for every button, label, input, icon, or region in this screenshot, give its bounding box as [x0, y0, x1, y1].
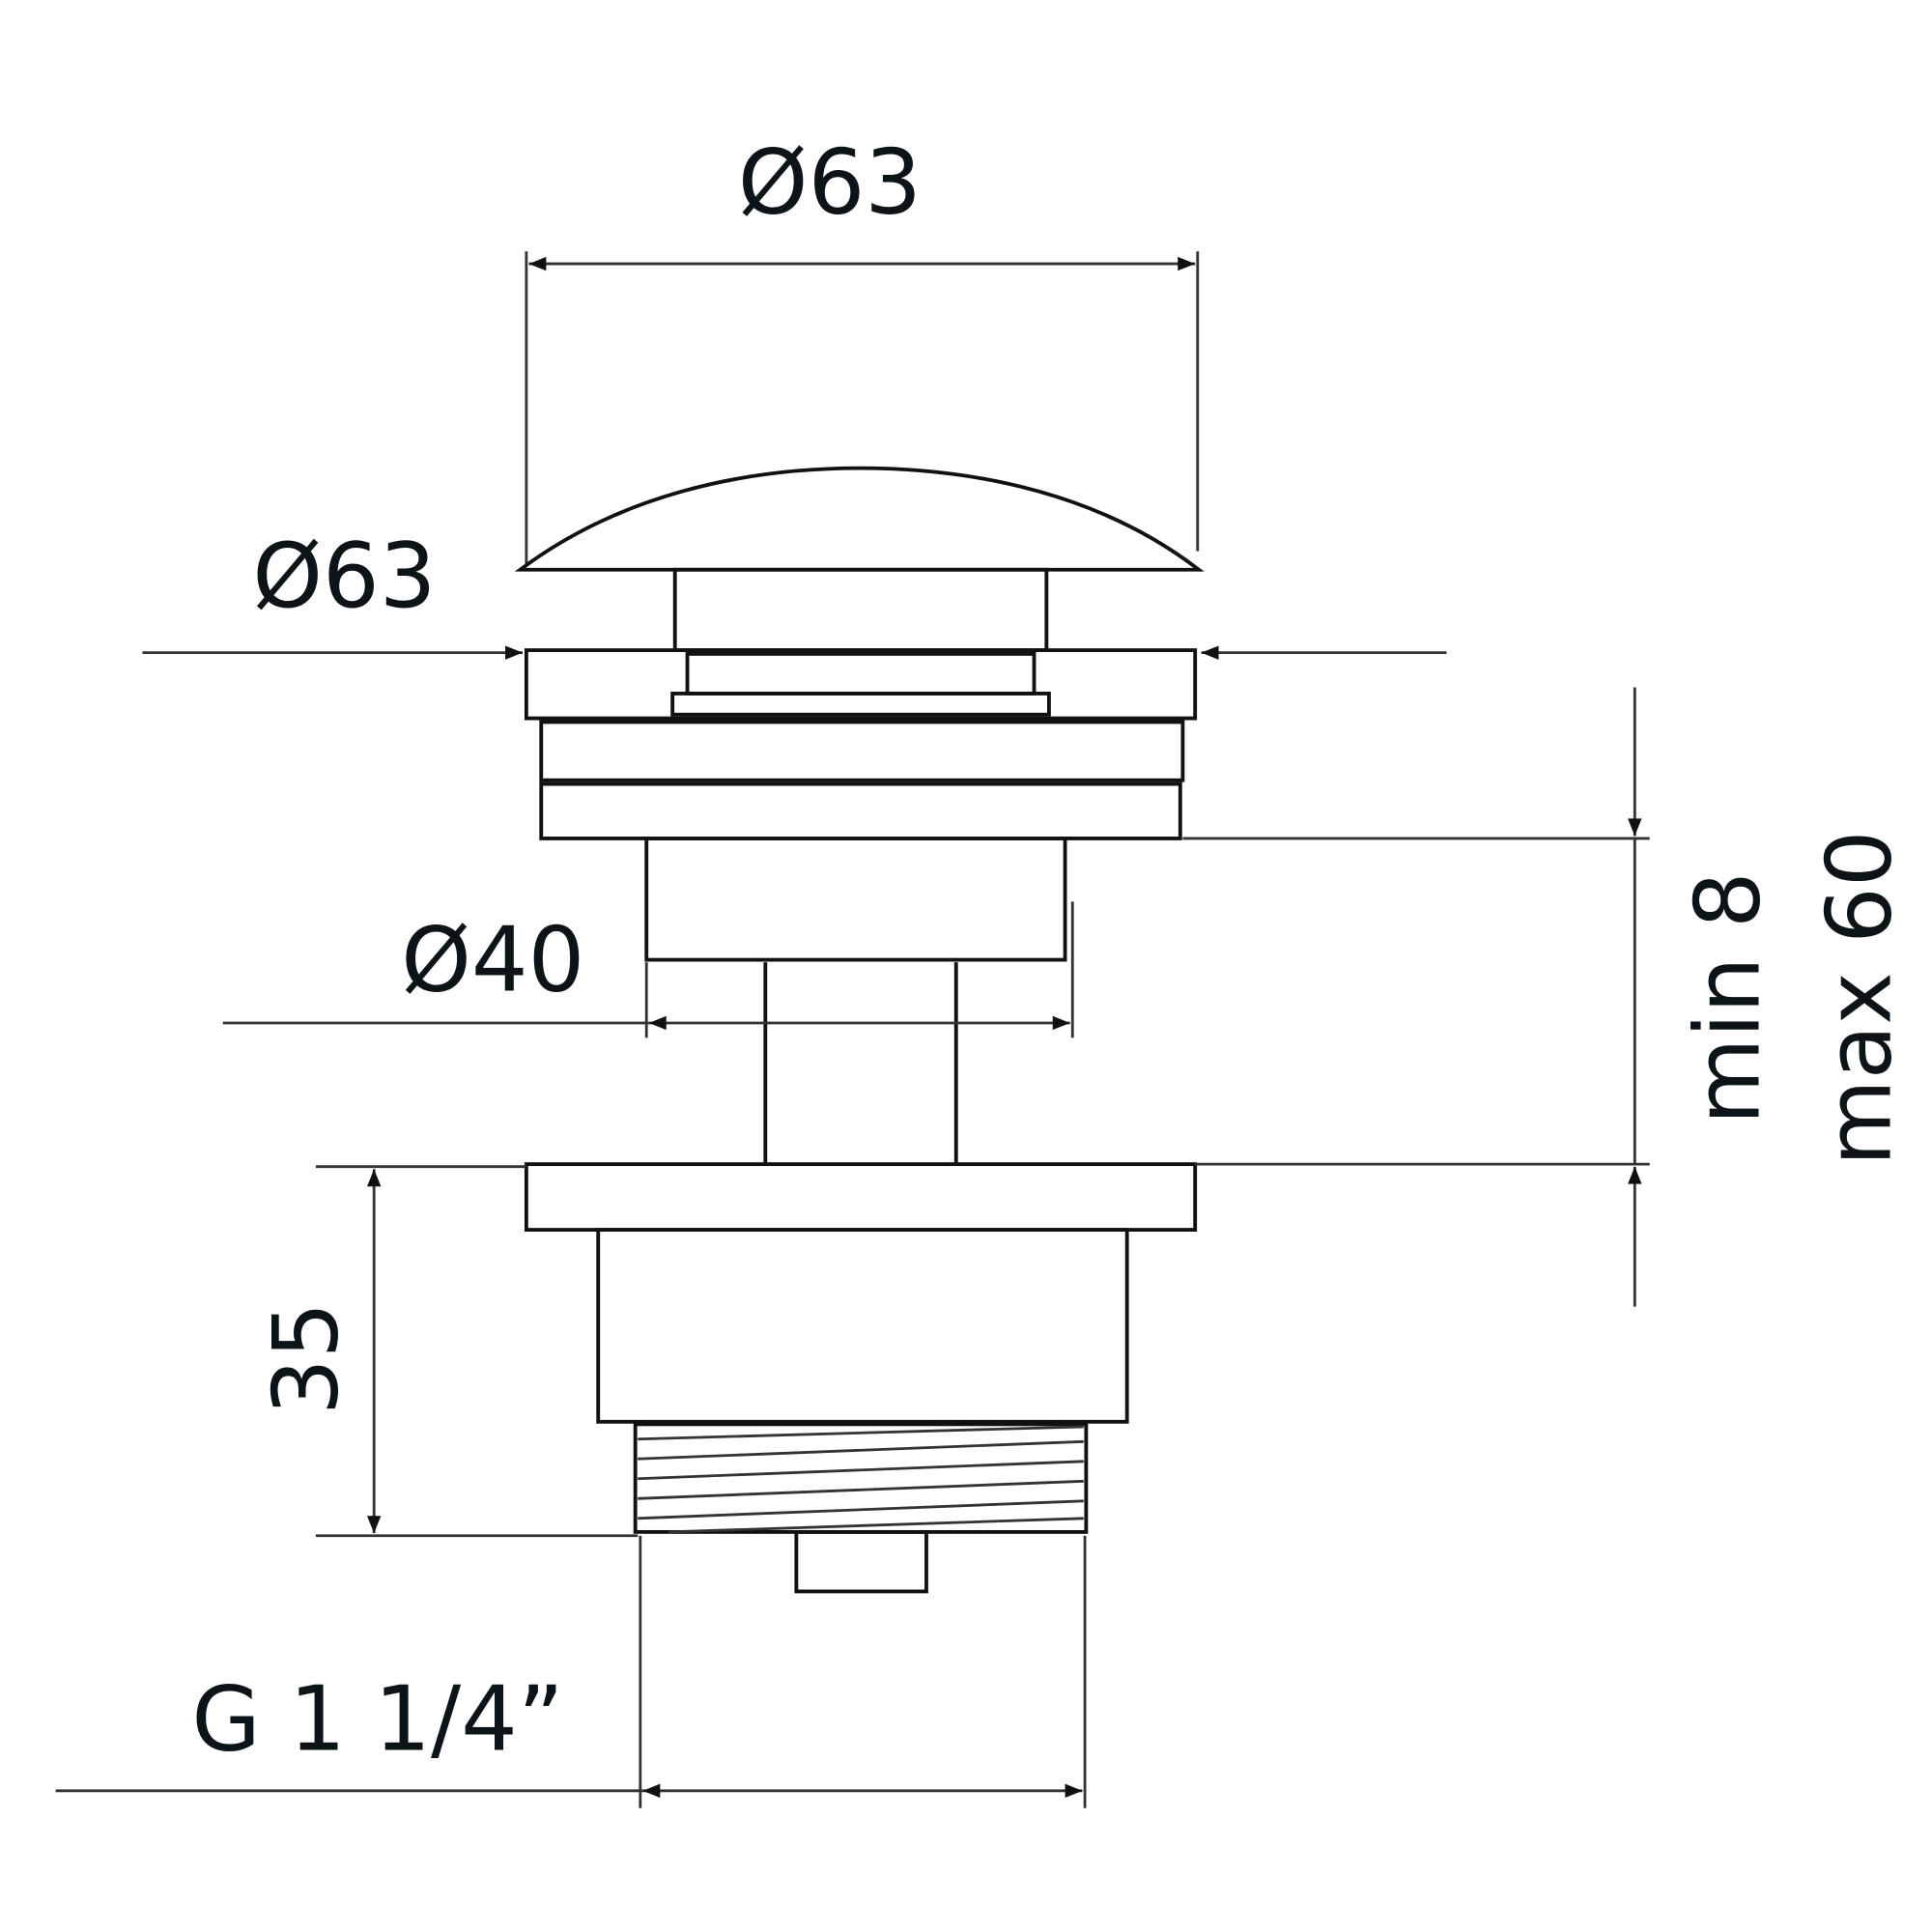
cap-diameter-label: Ø63 — [738, 130, 922, 235]
thread-size-dimension: G 1 1/4” — [55, 1535, 1087, 1808]
thread-height-dimension: 35 — [254, 1165, 639, 1538]
clamp-range-dimension: min 8 max 60 — [1182, 687, 1911, 1307]
body-diameter-label: Ø40 — [401, 908, 584, 1012]
drain-body — [524, 837, 1198, 1424]
body-diameter-dimension: Ø40 — [222, 901, 1074, 1038]
cap-diameter-dimension: Ø63 — [525, 130, 1200, 564]
clamp-min-label: min 8 — [1676, 871, 1780, 1124]
thread — [633, 1422, 1089, 1594]
flange-diameter-label: Ø63 — [252, 524, 436, 628]
thread-height-label: 35 — [254, 1302, 358, 1415]
thread-size-label: G 1 1/4” — [191, 1667, 563, 1772]
drain-cap — [514, 466, 1205, 652]
flange — [524, 648, 1198, 840]
flange-diameter-dimension: Ø63 — [142, 524, 1447, 660]
clamp-max-label: max 60 — [1806, 830, 1911, 1166]
